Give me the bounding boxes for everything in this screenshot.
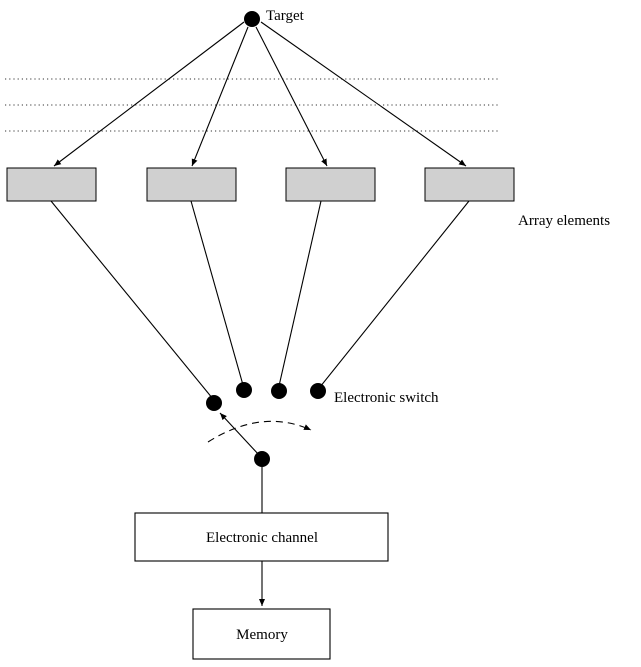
array-elements xyxy=(6,167,515,202)
electronic-switch-label: Electronic switch xyxy=(334,390,439,406)
memory-label: Memory xyxy=(236,627,288,643)
switch-arm xyxy=(219,412,260,456)
target-rays xyxy=(53,21,467,167)
switch-contact-1 xyxy=(206,395,222,411)
wire-element-2 xyxy=(190,200,244,386)
switch-rotation-arrow xyxy=(207,420,312,443)
switch-contact-4 xyxy=(310,383,326,399)
array-element-1 xyxy=(6,167,97,202)
target-dot xyxy=(244,11,260,27)
wire-element-3 xyxy=(278,200,322,387)
ray-to-element-3 xyxy=(255,26,328,167)
switch-contact-3 xyxy=(271,383,287,399)
wavefront-lines xyxy=(5,78,500,132)
switch-pivot xyxy=(254,451,270,467)
ray-to-element-1 xyxy=(53,21,245,167)
target-label: Target xyxy=(266,8,305,24)
electronic-channel-box xyxy=(134,512,389,562)
switch-contact-2 xyxy=(236,382,252,398)
electronic-channel-label: Electronic channel xyxy=(206,530,318,546)
array-element-3 xyxy=(285,167,376,202)
array-element-4 xyxy=(424,167,515,202)
ray-to-element-4 xyxy=(260,21,467,167)
element-wires xyxy=(50,200,470,400)
ray-to-element-2 xyxy=(191,26,249,167)
array-element-2 xyxy=(146,167,237,202)
wire-element-4 xyxy=(319,200,470,388)
memory-box xyxy=(192,608,331,660)
wire-element-1 xyxy=(50,200,214,400)
array-elements-label: Array elements xyxy=(518,213,610,229)
switch-contacts xyxy=(206,382,326,411)
